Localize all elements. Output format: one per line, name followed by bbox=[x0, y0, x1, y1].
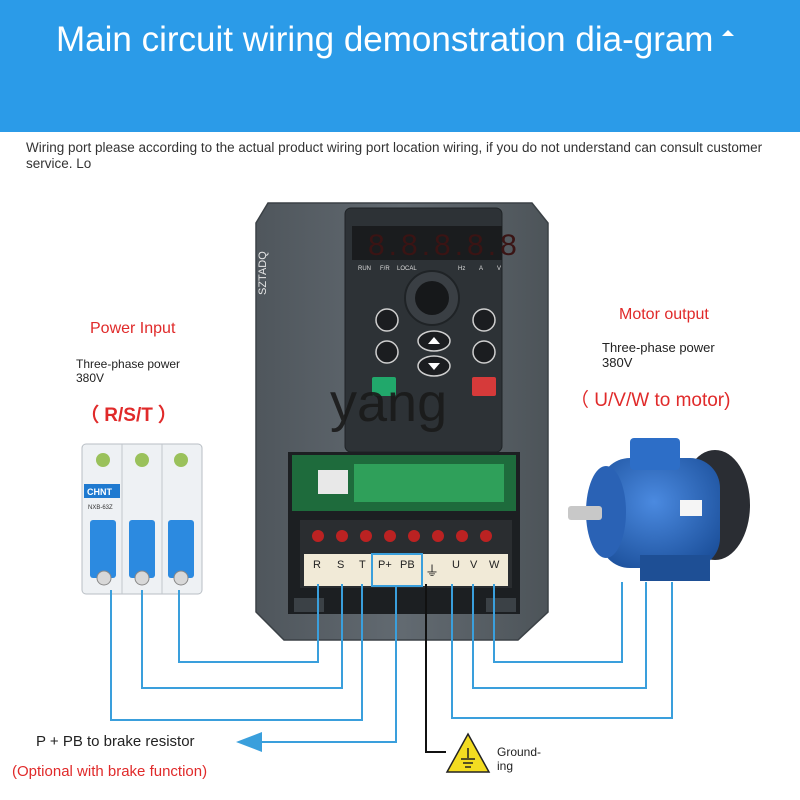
power-input-desc-1: Three-phase power bbox=[76, 357, 181, 371]
wiring-note: Wiring port please according to the actu… bbox=[26, 140, 763, 171]
enter-button[interactable] bbox=[472, 340, 496, 364]
indicator-v: V bbox=[497, 266, 501, 272]
watermark: yang bbox=[330, 373, 448, 433]
wires bbox=[110, 582, 673, 743]
motor-output-title: Motor output bbox=[619, 306, 709, 323]
breaker-model: NXB-63Z bbox=[88, 505, 113, 511]
prog-button[interactable] bbox=[375, 308, 399, 332]
grounding-warning-icon bbox=[445, 732, 491, 773]
motor-output-terminals: （ U/V/W to motor) bbox=[570, 390, 731, 411]
power-input-desc-2: 380V bbox=[76, 371, 105, 385]
wire-r bbox=[178, 584, 319, 663]
power-input-terminals: （ R/S/T ） bbox=[80, 405, 178, 426]
indicator-fr: F/R bbox=[380, 266, 390, 272]
terminal-s-label: S bbox=[337, 559, 344, 571]
terminal-screws bbox=[312, 530, 492, 542]
grounding-label-2: ing bbox=[497, 759, 514, 773]
arrow-down-icon bbox=[428, 363, 440, 370]
terminal-w-label: W bbox=[489, 559, 500, 571]
circuit-breaker bbox=[81, 443, 203, 595]
breaker-brand: CHNT bbox=[87, 487, 112, 497]
ground-wire bbox=[425, 584, 446, 753]
arrow-up-icon bbox=[428, 337, 440, 344]
inverter-display: 8.8.8.8.8 bbox=[368, 229, 521, 262]
grounding-label-1: Ground- bbox=[497, 745, 542, 759]
terminal-pb-label: PB bbox=[400, 559, 415, 571]
indicator-hz: Hz bbox=[458, 266, 465, 272]
brake-resistor-label: P + PB to brake resistor bbox=[36, 733, 195, 750]
motor-output-desc-2: 380V bbox=[602, 355, 633, 370]
page-title: Main circuit wiring demonstration dia-gr… bbox=[56, 20, 714, 59]
brake-arrow-icon bbox=[236, 732, 262, 752]
wire-u bbox=[493, 582, 623, 663]
motor-output-desc-1: Three-phase power bbox=[602, 340, 715, 355]
terminal-t-label: T bbox=[359, 559, 366, 571]
inverter bbox=[255, 202, 549, 641]
terminal-u-label: U bbox=[452, 559, 460, 571]
run-button[interactable] bbox=[372, 377, 396, 396]
banner-decoration-icon bbox=[722, 30, 734, 36]
wire-w bbox=[451, 582, 673, 719]
terminal-r-label: R bbox=[313, 559, 321, 571]
wire-s bbox=[141, 584, 343, 689]
set-button[interactable] bbox=[472, 308, 496, 332]
terminal-v-label: V bbox=[470, 559, 478, 571]
inverter-brand: SZTADQ bbox=[257, 251, 269, 295]
motor bbox=[568, 438, 750, 581]
indicator-local: LOCAL bbox=[397, 266, 417, 272]
indicator-labels: RUN F/R LOCAL Hz A V bbox=[358, 266, 501, 272]
power-input-title: Power Input bbox=[90, 320, 176, 337]
brake-optional-label: (Optional with brake function) bbox=[12, 763, 208, 780]
title-banner: Main circuit wiring demonstration dia-gr… bbox=[0, 0, 800, 132]
terminal-p-label: P+ bbox=[378, 559, 392, 571]
shift-button[interactable] bbox=[375, 340, 399, 364]
indicator-run: RUN bbox=[358, 266, 371, 272]
wire-brake bbox=[262, 586, 397, 743]
ground-terminal-icon: ⏚ bbox=[425, 563, 439, 579]
wire-v bbox=[472, 582, 647, 689]
wire-t bbox=[110, 584, 363, 721]
stop-button[interactable] bbox=[472, 377, 496, 396]
indicator-a: A bbox=[479, 266, 483, 272]
